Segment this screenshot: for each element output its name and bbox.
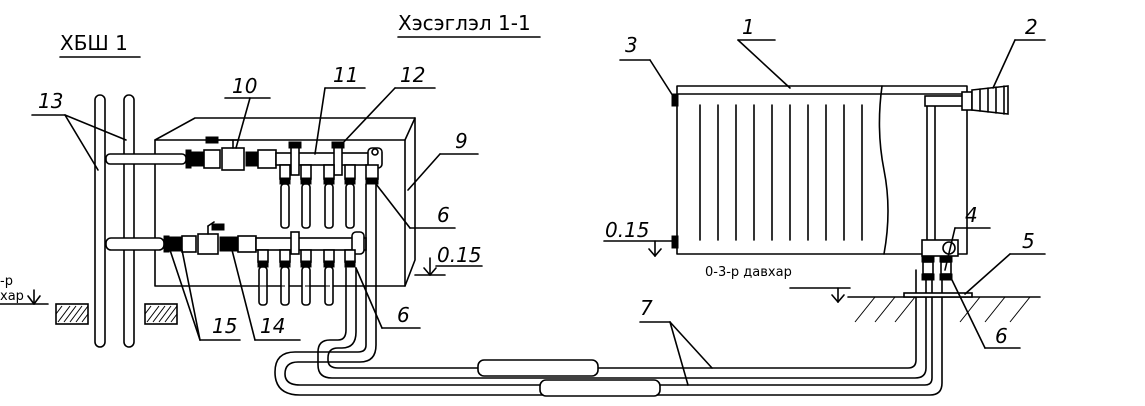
title-section: Хэсэглэл 1-1 — [397, 11, 541, 38]
level-mark-radiator: 0.15 — [603, 218, 673, 257]
floor-note-text: 0-3-р давхар — [705, 265, 792, 280]
supply-branch — [105, 136, 383, 229]
callout-5: 5 — [1022, 229, 1035, 253]
title-left-text: ХБШ 1 — [60, 31, 128, 55]
level-manifold-text: 0.15 — [437, 243, 482, 267]
left-level-text-2: хар — [0, 289, 24, 304]
title-center-text: Хэсэглэл 1-1 — [398, 11, 531, 35]
level-mark-left-partial: -р хар — [0, 274, 49, 305]
radiator — [671, 85, 1009, 281]
callout-14: 14 — [260, 314, 285, 338]
floor-slab-left — [55, 303, 178, 325]
callout-9: 9 — [455, 129, 468, 153]
callout-6-lower: 6 — [397, 303, 410, 327]
riser-pipes — [94, 94, 135, 348]
callout-13: 13 — [38, 89, 63, 113]
floor-surface — [847, 292, 1041, 323]
left-level-text-1: -р — [0, 274, 13, 289]
callout-1: 1 — [742, 15, 755, 39]
level-radiator-text: 0.15 — [605, 218, 650, 242]
title-hbsh: ХБШ 1 — [59, 31, 141, 58]
callouts: 1 2 3 4 5 6 6 6 7 9 — [31, 15, 1046, 386]
callout-6-upper: 6 — [437, 203, 450, 227]
return-branch — [105, 221, 367, 306]
level-mark-manifold: 0.15 — [414, 243, 483, 276]
callout-10: 10 — [232, 74, 257, 98]
floor-note: 0-3-р давхар — [705, 265, 851, 303]
callout-3: 3 — [625, 33, 638, 57]
callout-15: 15 — [212, 314, 237, 338]
callout-7: 7 — [640, 296, 653, 320]
callout-12: 12 — [400, 63, 425, 87]
callout-2: 2 — [1025, 15, 1038, 39]
floor-pipes — [274, 183, 943, 397]
callout-11: 11 — [333, 63, 358, 87]
callout-6-radiator: 6 — [995, 324, 1008, 348]
callout-4: 4 — [965, 203, 978, 227]
